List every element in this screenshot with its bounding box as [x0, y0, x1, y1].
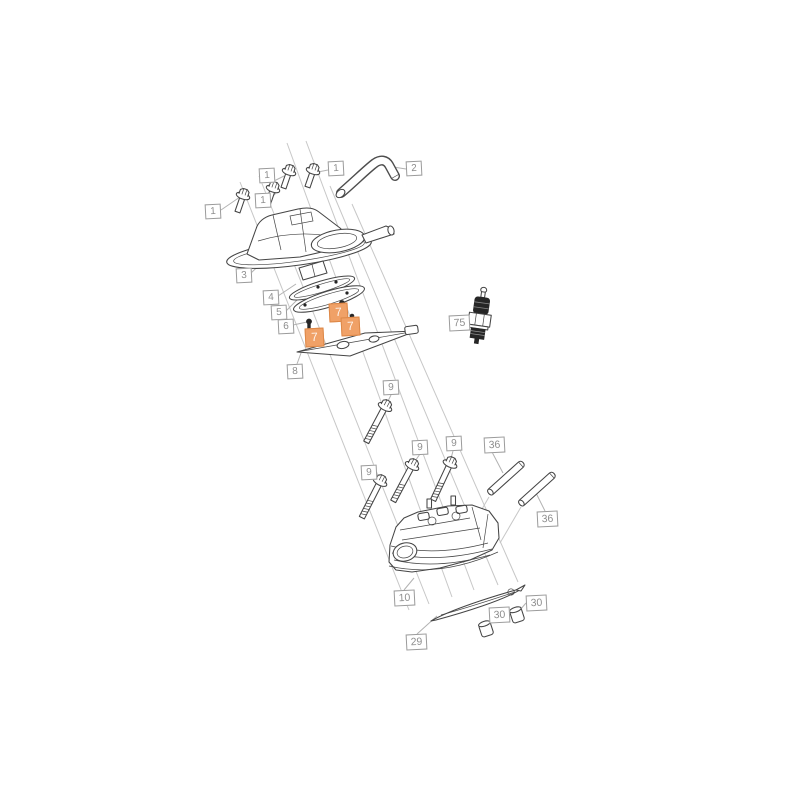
- callout-4[interactable]: 4: [262, 289, 280, 306]
- cover-bolts-art: [230, 161, 323, 215]
- callout-30-a[interactable]: 30: [525, 594, 548, 612]
- cylinder-head-art: [388, 495, 500, 573]
- dowel-pins-36-art: [485, 459, 557, 508]
- callout-1-d[interactable]: 1: [327, 160, 345, 177]
- callout-9-c[interactable]: 9: [445, 435, 463, 452]
- callout-8[interactable]: 8: [286, 363, 304, 380]
- rocker-assembly-art: [296, 324, 419, 357]
- callout-7-highlighted-c[interactable]: 7: [304, 327, 325, 348]
- callout-9-b[interactable]: 9: [411, 439, 429, 456]
- callout-9-d[interactable]: 9: [360, 464, 378, 481]
- callout-7-highlighted-b[interactable]: 7: [340, 316, 361, 337]
- callout-1-b[interactable]: 1: [254, 192, 272, 209]
- baffle-plate-art: [298, 260, 328, 281]
- cylinder-head-cover-art: [226, 207, 395, 269]
- callout-30-b[interactable]: 30: [488, 606, 511, 624]
- callout-1-c[interactable]: 1: [258, 167, 276, 184]
- spark-plug-art: [467, 286, 492, 345]
- callout-9-a[interactable]: 9: [382, 379, 400, 396]
- callout-2[interactable]: 2: [405, 160, 423, 177]
- head-gasket-art: [430, 584, 526, 622]
- callout-36-b[interactable]: 36: [536, 510, 559, 528]
- cover-gasket-art: [288, 275, 365, 313]
- breather-hose-art: [335, 155, 400, 199]
- callout-3[interactable]: 3: [235, 267, 253, 284]
- callout-75[interactable]: 75: [448, 314, 471, 332]
- callout-36-a[interactable]: 36: [483, 436, 506, 454]
- callout-10[interactable]: 10: [393, 589, 416, 607]
- callout-1-a[interactable]: 1: [204, 203, 222, 220]
- callout-29[interactable]: 29: [405, 633, 428, 651]
- callout-6[interactable]: 6: [277, 318, 295, 335]
